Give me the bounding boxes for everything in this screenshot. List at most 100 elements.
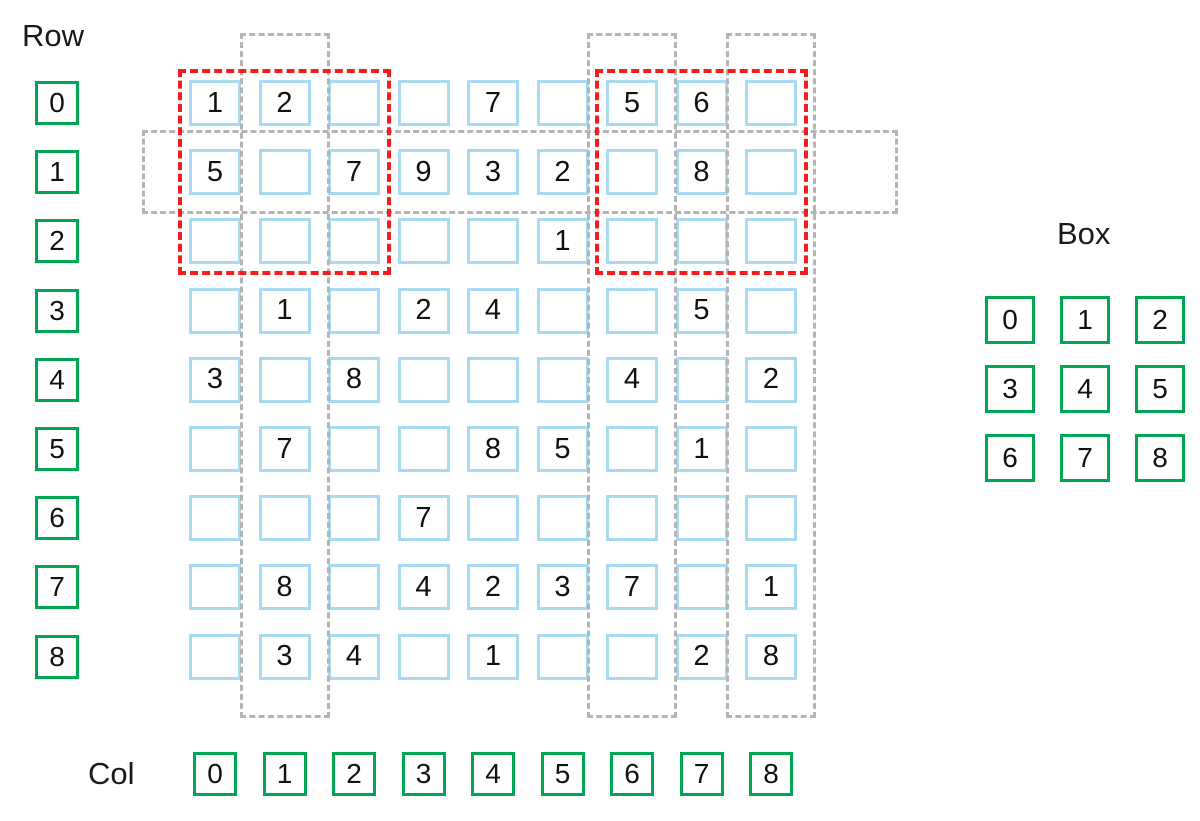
grid-cell-r0c0[interactable]: 1: [189, 80, 241, 126]
grid-cell-r5c2[interactable]: [328, 426, 380, 472]
grid-cell-r2c2[interactable]: [328, 218, 380, 265]
grid-cell-r0c2[interactable]: [328, 80, 380, 126]
grid-cell-r5c8[interactable]: [745, 426, 797, 472]
grid-cell-r8c4[interactable]: 1: [467, 633, 519, 680]
grid-cell-r1c8[interactable]: [745, 149, 797, 196]
col-label-4: 4: [471, 752, 515, 796]
grid-cell-r7c8[interactable]: 1: [745, 564, 797, 611]
box-legend-cell-6: 6: [985, 434, 1035, 482]
grid-cell-r5c1[interactable]: 7: [258, 426, 311, 472]
box-caption: Box: [1057, 216, 1111, 251]
grid-cell-r4c5[interactable]: [536, 356, 589, 403]
grid-cell-r2c8[interactable]: [745, 218, 797, 265]
grid-cell-r2c5[interactable]: 1: [536, 218, 589, 265]
grid-cell-r8c5[interactable]: [536, 633, 589, 680]
grid-cell-r2c1[interactable]: [258, 218, 311, 265]
grid-cell-r6c8[interactable]: [745, 495, 797, 542]
grid-cell-r8c1[interactable]: 3: [258, 633, 311, 680]
grid-cell-r6c2[interactable]: [328, 495, 380, 542]
col-label-0: 0: [193, 752, 237, 796]
row-label-0: 0: [35, 81, 79, 125]
grid-cell-r0c6[interactable]: 5: [606, 80, 658, 126]
grid-cell-r4c4[interactable]: [467, 356, 519, 403]
grid-cell-r1c2[interactable]: 7: [328, 149, 380, 196]
box-legend-cell-2: 2: [1135, 296, 1185, 344]
grid-cell-r6c6[interactable]: [606, 495, 658, 542]
grid-cell-r7c5[interactable]: 3: [536, 564, 589, 611]
grid-cell-r5c4[interactable]: 8: [467, 426, 519, 472]
grid-cell-r4c8[interactable]: 2: [745, 356, 797, 403]
grid-cell-r2c4[interactable]: [467, 218, 519, 265]
grid-cell-r8c7[interactable]: 2: [675, 633, 728, 680]
grid-cell-r7c2[interactable]: [328, 564, 380, 611]
grid-cell-r7c7[interactable]: [675, 564, 728, 611]
row-label-5: 5: [35, 427, 79, 471]
grid-cell-r3c7[interactable]: 5: [675, 287, 728, 334]
col-label-2: 2: [332, 752, 376, 796]
grid-cell-r0c5[interactable]: [536, 80, 589, 126]
grid-cell-r6c7[interactable]: [675, 495, 728, 542]
grid-cell-r1c4[interactable]: 3: [467, 149, 519, 196]
grid-cell-r2c6[interactable]: [606, 218, 658, 265]
grid-cell-r7c3[interactable]: 4: [397, 564, 450, 611]
row-label-2: 2: [35, 219, 79, 264]
grid-cell-r3c3[interactable]: 2: [397, 287, 450, 334]
col-label-6: 6: [610, 752, 654, 796]
grid-cell-r3c4[interactable]: 4: [467, 287, 519, 334]
grid-cell-r2c3[interactable]: [397, 218, 450, 265]
grid-cell-r7c6[interactable]: 7: [606, 564, 658, 611]
grid-cell-r1c6[interactable]: [606, 149, 658, 196]
grid-cell-r8c2[interactable]: 4: [328, 633, 380, 680]
box-legend-cell-7: 7: [1060, 434, 1110, 482]
grid-cell-r1c1[interactable]: [258, 149, 311, 196]
grid-cell-r4c3[interactable]: [397, 356, 450, 403]
grid-cell-r3c2[interactable]: [328, 287, 380, 334]
row-label-6: 6: [35, 496, 79, 541]
grid-cell-r2c0[interactable]: [189, 218, 241, 265]
grid-cell-r5c5[interactable]: 5: [536, 426, 589, 472]
col-label-5: 5: [540, 752, 585, 796]
grid-cell-r0c1[interactable]: 2: [258, 80, 311, 126]
grid-cell-r1c5[interactable]: 2: [536, 149, 589, 196]
grid-cell-r6c4[interactable]: [467, 495, 519, 542]
grid-cell-r0c4[interactable]: 7: [467, 80, 519, 126]
row-label-4: 4: [35, 357, 79, 402]
grid-cell-r5c7[interactable]: 1: [675, 426, 728, 472]
grid-cell-r8c0[interactable]: [189, 633, 241, 680]
grid-cell-r3c0[interactable]: [189, 287, 241, 334]
grid-cell-r1c7[interactable]: 8: [675, 149, 728, 196]
grid-cell-r0c7[interactable]: 6: [675, 80, 728, 126]
grid-cell-r6c5[interactable]: [536, 495, 589, 542]
grid-cell-r1c3[interactable]: 9: [397, 149, 450, 196]
grid-cell-r0c3[interactable]: [397, 80, 450, 126]
grid-cell-r4c6[interactable]: 4: [606, 356, 658, 403]
grid-cell-r7c1[interactable]: 8: [258, 564, 311, 611]
grid-cell-r0c8[interactable]: [745, 80, 797, 126]
box-legend-cell-5: 5: [1135, 365, 1185, 413]
grid-cell-r3c1[interactable]: 1: [258, 287, 311, 334]
grid-cell-r5c6[interactable]: [606, 426, 658, 472]
box-legend-cell-3: 3: [985, 365, 1035, 413]
grid-cell-r4c1[interactable]: [258, 356, 311, 403]
grid-cell-r7c4[interactable]: 2: [467, 564, 519, 611]
grid-cell-r2c7[interactable]: [675, 218, 728, 265]
grid-cell-r4c7[interactable]: [675, 356, 728, 403]
grid-cell-r4c0[interactable]: 3: [189, 356, 241, 403]
grid-cell-r6c1[interactable]: [258, 495, 311, 542]
row-caption: Row: [22, 18, 85, 53]
grid-cell-r7c0[interactable]: [189, 564, 241, 611]
grid-cell-r6c0[interactable]: [189, 495, 241, 542]
grid-cell-r3c6[interactable]: [606, 287, 658, 334]
grid-cell-r1c0[interactable]: 5: [189, 149, 241, 196]
grid-cell-r8c3[interactable]: [397, 633, 450, 680]
grid-cell-r8c8[interactable]: 8: [745, 633, 797, 680]
box-legend-cell-4: 4: [1060, 365, 1110, 413]
grid-cell-r4c2[interactable]: 8: [328, 356, 380, 403]
grid-cell-r3c8[interactable]: [745, 287, 797, 334]
grid-cell-r8c6[interactable]: [606, 633, 658, 680]
grid-cell-r5c3[interactable]: [397, 426, 450, 472]
grid-cell-r3c5[interactable]: [536, 287, 589, 334]
grid-cell-r5c0[interactable]: [189, 426, 241, 472]
grid-cell-r6c3[interactable]: 7: [397, 495, 450, 542]
